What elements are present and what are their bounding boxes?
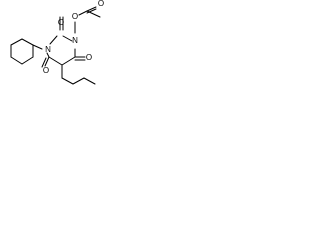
bond-c2-n-top: [62, 35, 73, 42]
atom-o-c2: O: [58, 18, 64, 27]
bond-c6-o-2: [41, 57, 47, 68]
atom-o-c6: O: [43, 66, 49, 75]
bond-cyclohexyl-n: [32, 44, 43, 50]
bond-cyclohexyl-4: [21, 56, 34, 65]
bond-butyl-4: [83, 77, 96, 85]
bond-c6-n-left: [46, 52, 50, 58]
bond-cyclohexyl-2: [21, 38, 34, 46]
bonds: [10, 6, 101, 85]
bond-acetyl-ch3: [86, 10, 101, 18]
bond-acetyl-c-o-1: [86, 6, 97, 12]
bond-n-left-c2: [49, 35, 58, 45]
atom-n-left: N: [45, 45, 51, 54]
atom-n-top: N: [72, 36, 78, 45]
bond-o-c-acetyl: [78, 10, 88, 16]
bond-butyl-2: [61, 77, 74, 85]
atom-o-ester: O: [72, 12, 78, 21]
atom-labels: N N O O O O O: [43, 0, 104, 75]
bond-butyl-3: [72, 77, 85, 85]
molecule-diagram: N N O O O O O: [10, 0, 104, 85]
bond-c6-o-1: [44, 56, 50, 67]
bond-c5-c6: [48, 56, 63, 66]
bond-cyclohexyl-5: [10, 56, 23, 65]
bond-acetyl-c-o-2: [86, 8, 97, 14]
bond-cyclohexyl-1: [10, 38, 23, 46]
atom-o-c4: O: [86, 53, 92, 62]
bond-c4-c5: [61, 56, 76, 66]
atom-o-acetyl: O: [98, 0, 104, 8]
